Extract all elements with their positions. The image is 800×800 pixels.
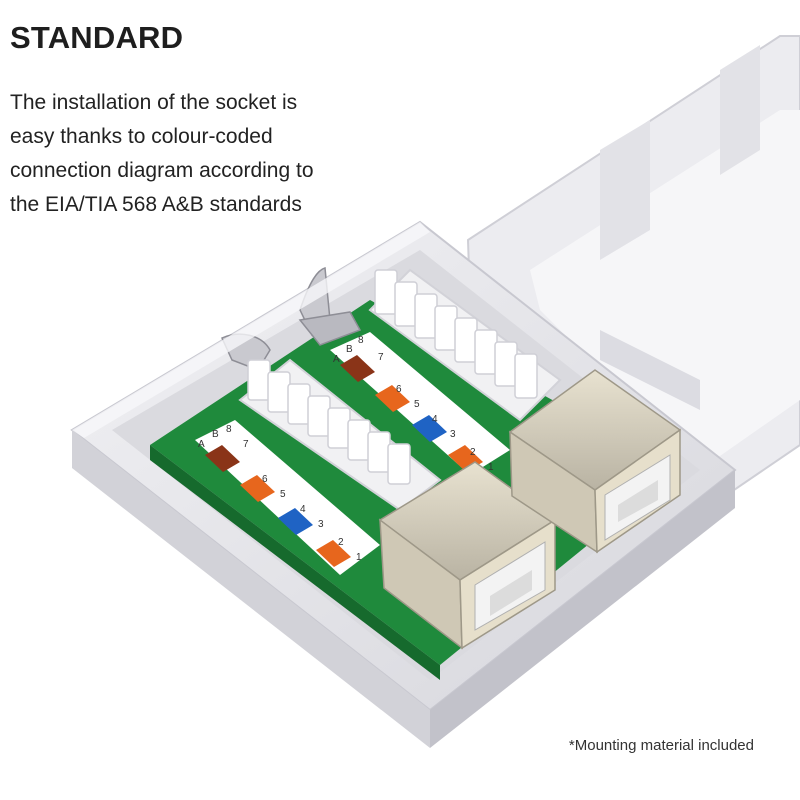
right-diagram-number-6: 6 <box>396 384 402 395</box>
right-diagram-number-8: 8 <box>358 335 364 346</box>
left-diagram-number-8: 8 <box>226 424 232 435</box>
right-diagram-number-1: 1 <box>488 462 494 473</box>
right-diagram-letter-a: A <box>333 354 340 365</box>
right-diagram-number-7: 7 <box>378 352 384 363</box>
left-diagram-number-6: 6 <box>262 474 268 485</box>
left-diagram-number-7: 7 <box>243 439 249 450</box>
rj45-port-back <box>508 369 682 554</box>
left-diagram-number-5: 5 <box>280 489 286 500</box>
right-diagram-number-5: 5 <box>414 399 420 410</box>
left-idc-terminal-block <box>238 358 442 512</box>
description: The installation of the socket is easy t… <box>10 86 340 222</box>
description-line-3: connection diagram according to <box>10 159 314 182</box>
description-line-1: The installation of the socket is <box>10 91 298 114</box>
right-diagram-letter-b: B <box>346 344 353 355</box>
left-diagram-letter-b: B <box>212 429 219 440</box>
heading: STANDARD <box>10 20 184 55</box>
left-diagram-number-3: 3 <box>318 519 324 530</box>
description-line-4: the EIA/TIA 568 A&B standards <box>10 193 302 216</box>
left-color-code-strip: 8 7 6 5 4 3 2 1 A B <box>195 420 380 575</box>
right-diagram-number-3: 3 <box>450 429 456 440</box>
left-diagram-letter-a: A <box>198 439 205 450</box>
left-diagram-number-2: 2 <box>338 537 344 548</box>
left-diagram-number-1: 1 <box>356 552 362 563</box>
footnote: *Mounting material included <box>568 737 754 754</box>
right-idc-terminal-block <box>368 268 562 422</box>
right-color-code-strip: 8 7 6 5 4 3 2 1 A B <box>330 332 510 475</box>
right-diagram-number-2: 2 <box>470 447 476 458</box>
right-diagram-number-4: 4 <box>432 414 438 425</box>
left-diagram-number-4: 4 <box>300 504 306 515</box>
description-line-2: easy thanks to colour-coded <box>10 125 273 148</box>
